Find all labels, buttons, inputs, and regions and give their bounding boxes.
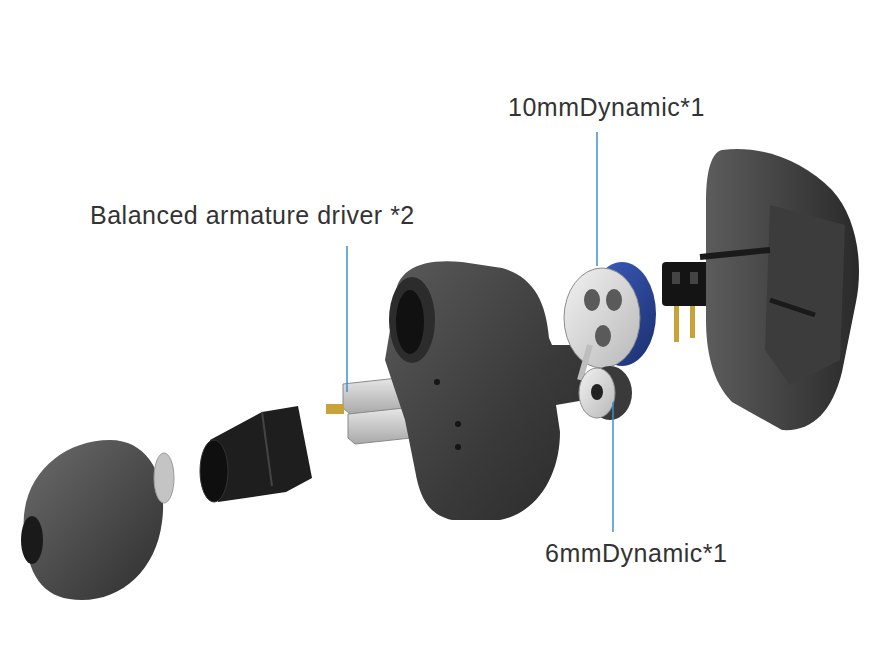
faceplate (706, 149, 859, 430)
driver-port (591, 384, 603, 400)
dynamic-10mm-face (564, 268, 640, 368)
vent-hole (455, 444, 461, 450)
socket-pin (674, 306, 679, 342)
driver-port (606, 289, 622, 311)
faceplate-post (700, 250, 770, 257)
nozzle-band (262, 412, 272, 486)
faceplate-inner (765, 205, 845, 385)
part-label: 10mmDynamic*1 (508, 92, 705, 122)
driver-port (584, 289, 600, 311)
leader-line (346, 246, 348, 392)
leader-line (612, 402, 614, 532)
filter-mesh (154, 453, 174, 503)
faceplate-post (770, 300, 815, 315)
dynamic-6mm-face (579, 368, 615, 418)
shell (385, 261, 585, 520)
vent-hole (455, 421, 461, 427)
ear-tip-bore (21, 516, 43, 564)
shell-nozzle (389, 277, 435, 363)
ear-tip (24, 440, 164, 600)
socket-hole (690, 272, 698, 284)
driver-port (595, 325, 611, 347)
part-label: 6mmDynamic*1 (545, 538, 727, 568)
nozzle-front (200, 440, 228, 502)
cable-socket (662, 262, 710, 306)
ba-driver-bottom (348, 408, 411, 444)
ba-spout (326, 404, 344, 414)
leader-line (596, 132, 598, 266)
socket-pin (690, 306, 695, 338)
part-label: Balanced armature driver *2 (90, 200, 415, 230)
shell-nozzle-bore (396, 290, 424, 354)
socket-hole (672, 272, 680, 284)
vent-hole (434, 379, 440, 385)
